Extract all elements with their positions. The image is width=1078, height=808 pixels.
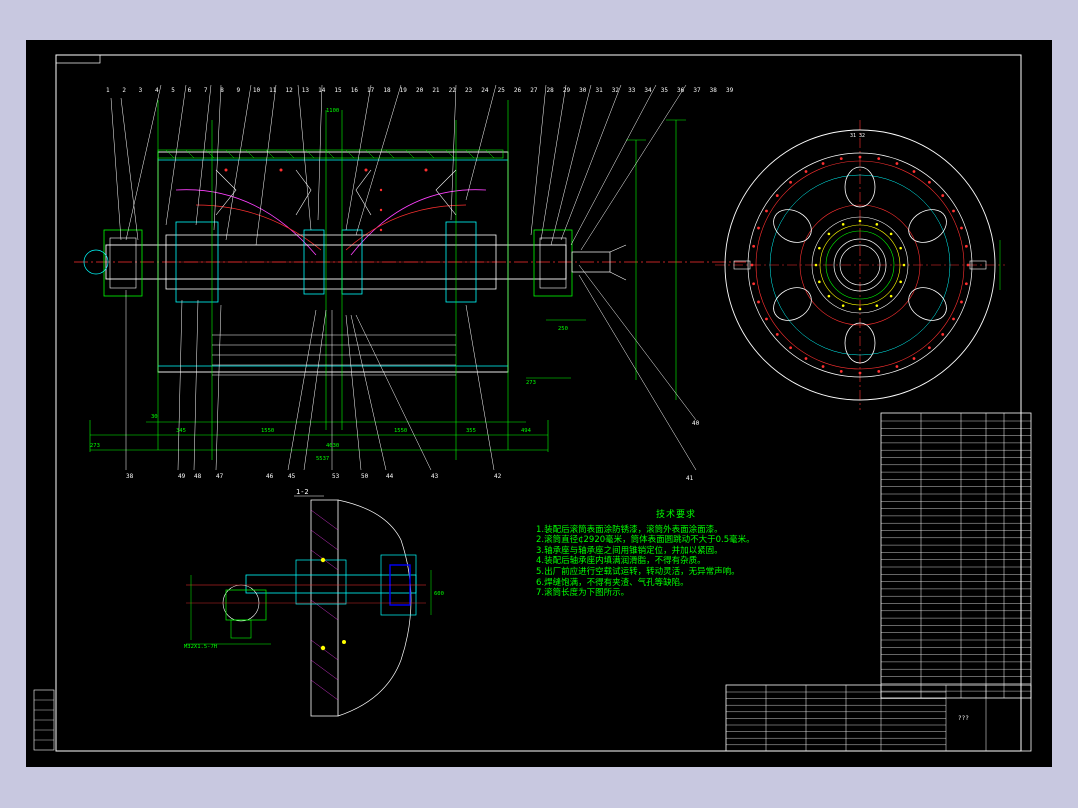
dim-text: 494 xyxy=(521,428,532,434)
balloon-label: 37 xyxy=(693,87,701,94)
dim-text: 1550 xyxy=(394,428,407,434)
balloon-label: 4 xyxy=(155,87,159,94)
balloon-label: 44 xyxy=(386,473,394,480)
balloon-label: 11 xyxy=(269,87,277,94)
balloon-label: 30 xyxy=(579,87,587,94)
end-view: 31 32 xyxy=(715,120,1005,410)
diameter-dim: 600 xyxy=(434,591,444,597)
balloon-label: 3 xyxy=(139,87,143,94)
notes-title: 技术要求 xyxy=(655,510,696,520)
balloon-label: 38 xyxy=(126,473,134,480)
main-section-view xyxy=(74,84,746,471)
note-line: 5.出厂前应进行空载试运转，转动灵活，无异常声响。 xyxy=(536,566,740,577)
detail-section-view: 1-2 M32X1.5-7H 600 xyxy=(184,488,444,717)
balloon-labels-bottom: 38 49 48 47 46 45 53 50 44 43 42 41 40 xyxy=(126,420,700,482)
dim-text: 1550 xyxy=(261,428,274,434)
balloon-label: 10 xyxy=(253,87,261,94)
svg-text:31 32: 31 32 xyxy=(850,133,865,139)
balloon-label: 42 xyxy=(494,473,502,480)
dim-text: 250 xyxy=(558,326,568,332)
balloon-label: 5 xyxy=(171,87,175,94)
revision-stamp xyxy=(33,689,55,751)
balloon-label: 34 xyxy=(644,87,652,94)
balloon-label: 32 xyxy=(612,87,620,94)
balloon-label: 53 xyxy=(332,473,340,480)
balloon-label: 36 xyxy=(677,87,685,94)
balloon-label: 14 xyxy=(318,87,326,94)
balloon-label: 33 xyxy=(628,87,636,94)
balloon-label: 31 xyxy=(595,87,603,94)
dim-text: 345 xyxy=(176,428,186,434)
thread-dim: M32X1.5-7H xyxy=(184,644,217,650)
balloon-label: 39 xyxy=(726,87,734,94)
dim-text: 30 xyxy=(151,414,158,420)
dim-text: 273 xyxy=(526,380,536,386)
parts-list xyxy=(880,412,1032,699)
dim-text: 5537 xyxy=(316,456,329,462)
balloon-label: 40 xyxy=(692,420,700,427)
balloon-label: 38 xyxy=(710,87,718,94)
technical-requirements: 技术要求 1.装配后滚筒表面涂防锈漆，滚筒外表面涂面漆。 2.滚筒直径¢2920… xyxy=(536,510,816,599)
balloon-label: 22 xyxy=(449,87,457,94)
balloon-label: 27 xyxy=(530,87,538,94)
section-label: 1-2 xyxy=(296,488,309,496)
balloon-label: 45 xyxy=(288,473,296,480)
balloon-label: 1 xyxy=(106,87,110,94)
balloon-label: 41 xyxy=(686,475,694,482)
balloon-label: 48 xyxy=(194,473,202,480)
cad-drawing: 1234567891011121314151617181920212223242… xyxy=(33,54,1032,752)
balloon-label: 13 xyxy=(302,87,310,94)
balloon-label: 15 xyxy=(334,87,342,94)
dim-text: 355 xyxy=(466,428,476,434)
balloon-label: 25 xyxy=(498,87,506,94)
note-line: 3.轴承座与轴承座之间用锥销定位，并加以紧固。 xyxy=(536,545,723,556)
balloon-label: 50 xyxy=(361,473,369,480)
balloon-label: 46 xyxy=(266,473,274,480)
balloon-label: 12 xyxy=(285,87,293,94)
note-line: 1.装配后滚筒表面涂防锈漆，滚筒外表面涂面漆。 xyxy=(536,524,723,535)
balloon-label: 47 xyxy=(216,473,224,480)
balloon-label: 18 xyxy=(383,87,391,94)
title-block: ??? xyxy=(725,684,1032,752)
balloon-label: 24 xyxy=(481,87,489,94)
balloon-label: 26 xyxy=(514,87,522,94)
balloon-label: 6 xyxy=(188,87,192,94)
balloon-label: 19 xyxy=(400,87,408,94)
balloon-label: 20 xyxy=(416,87,424,94)
balloon-label: 43 xyxy=(431,473,439,480)
balloon-label: 35 xyxy=(661,87,669,94)
balloon-label: 9 xyxy=(237,87,241,94)
balloon-label: 17 xyxy=(367,87,375,94)
balloon-label: 23 xyxy=(465,87,473,94)
balloon-label: 2 xyxy=(122,87,126,94)
balloon-label: 29 xyxy=(563,87,571,94)
note-line: 4.装配后轴承座内填满润滑脂，不得有杂质。 xyxy=(536,556,706,567)
dim-text: 4630 xyxy=(326,443,339,449)
balloon-label: 28 xyxy=(547,87,555,94)
balloon-label: 7 xyxy=(204,87,208,94)
note-line: 6.焊缝饱满，不得有夹渣、气孔等缺陷。 xyxy=(536,577,689,588)
note-line: 7.滚筒长度为下图所示。 xyxy=(536,588,630,599)
balloon-label: 21 xyxy=(432,87,440,94)
dim-text: 1100 xyxy=(326,108,339,114)
dim-text: 273 xyxy=(90,443,100,449)
balloon-label: 49 xyxy=(178,473,186,480)
sheet-border xyxy=(55,54,1022,752)
balloon-label: 16 xyxy=(351,87,359,94)
balloon-label: 8 xyxy=(220,87,224,94)
note-line: 2.滚筒直径¢2920毫米，筒体表面圆跳动不大于0.5毫米。 xyxy=(536,535,755,546)
drawing-title: ??? xyxy=(958,715,969,722)
